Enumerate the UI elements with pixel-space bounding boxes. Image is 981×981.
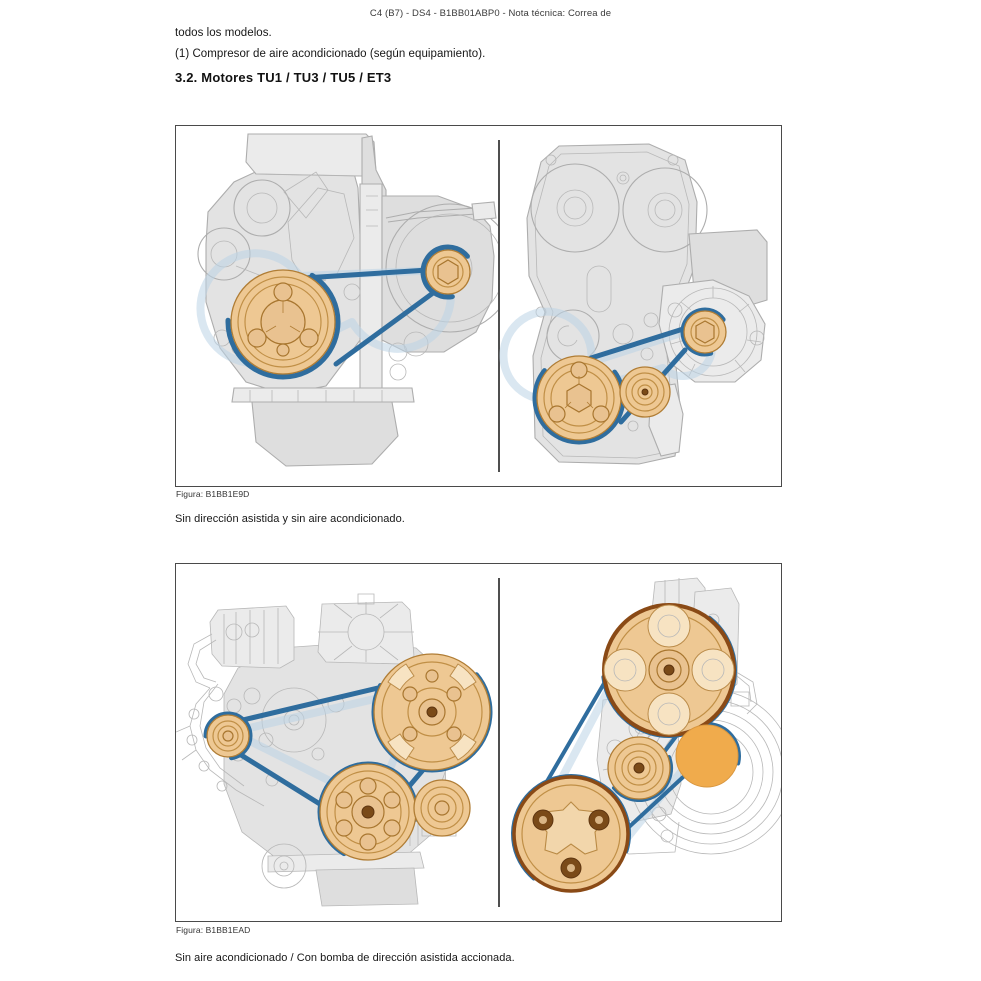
figure-note-1: Sin dirección asistida y sin aire acondi… [175, 513, 405, 525]
alternator-pulley [425, 249, 471, 295]
engine-diagram-2-right [511, 577, 781, 894]
crankshaft-pulley [319, 763, 417, 861]
figure1-divider [498, 140, 500, 472]
figure2-panel-right [499, 564, 781, 921]
figure1-panel-left [176, 126, 498, 486]
figure-caption-1: Figura: B1BB1E9D [176, 489, 250, 499]
figure1-panel-right [499, 126, 781, 486]
power-steering-pulley [602, 603, 736, 737]
idler-pulley-left [206, 714, 250, 758]
figure2-panel-left [176, 564, 498, 921]
power-steering-pulley [373, 653, 491, 771]
figure-note-2: Sin aire acondicionado / Con bomba de di… [175, 952, 515, 964]
tensioner-roller [619, 366, 671, 418]
drive-belt-1-left [196, 244, 476, 380]
tensioner-roller [607, 736, 671, 800]
body-line-2: (1) Compresor de aire acondicionado (seg… [175, 48, 486, 60]
crankshaft-pulley [536, 355, 622, 441]
figure-caption-2: Figura: B1BB1EAD [176, 925, 251, 935]
figure2-divider [498, 578, 500, 907]
body-line-1: todos los modelos. [175, 27, 272, 39]
figure-box-2 [175, 563, 782, 922]
crankshaft-pulley [512, 775, 630, 893]
engine-diagram-2-left [176, 593, 493, 907]
alternator-pulley [683, 310, 727, 354]
engine-diagram-1-right [499, 143, 768, 465]
accessory-pulley [675, 724, 739, 788]
section-title: 3.2. Motores TU1 / TU3 / TU5 / ET3 [175, 70, 392, 85]
engine-diagram-1-left [196, 133, 498, 467]
idler-pulley-right [413, 779, 471, 837]
document-header: C4 (B7) - DS4 - B1BB01ABP0 - Nota técnic… [369, 8, 612, 19]
crankshaft-pulley [230, 269, 336, 375]
figure-box-1 [175, 125, 782, 487]
